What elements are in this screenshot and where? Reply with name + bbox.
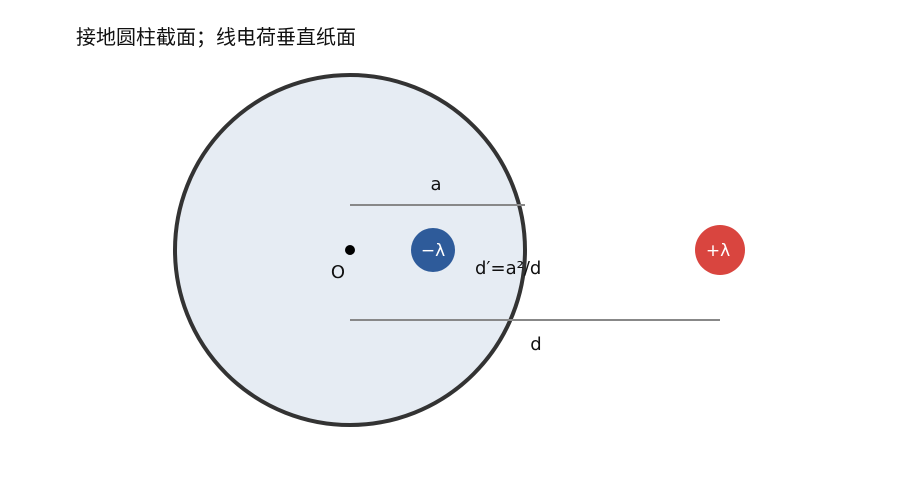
diagram-title: 接地圆柱截面；线电荷垂直纸面 [76,25,356,49]
center-point [345,245,355,255]
image-charge: −λ [411,228,455,272]
real-charge-marker [695,225,745,275]
radius-label: a [430,174,441,195]
image-distance-label: d′=a²/d [475,258,541,279]
real-charge: +λ [695,225,745,275]
center-label: O [331,262,345,283]
distance-label: d [530,334,541,355]
real-charge-label: +λ [706,241,730,261]
image-charge-label: −λ [421,241,445,261]
image-charge-marker [411,228,455,272]
